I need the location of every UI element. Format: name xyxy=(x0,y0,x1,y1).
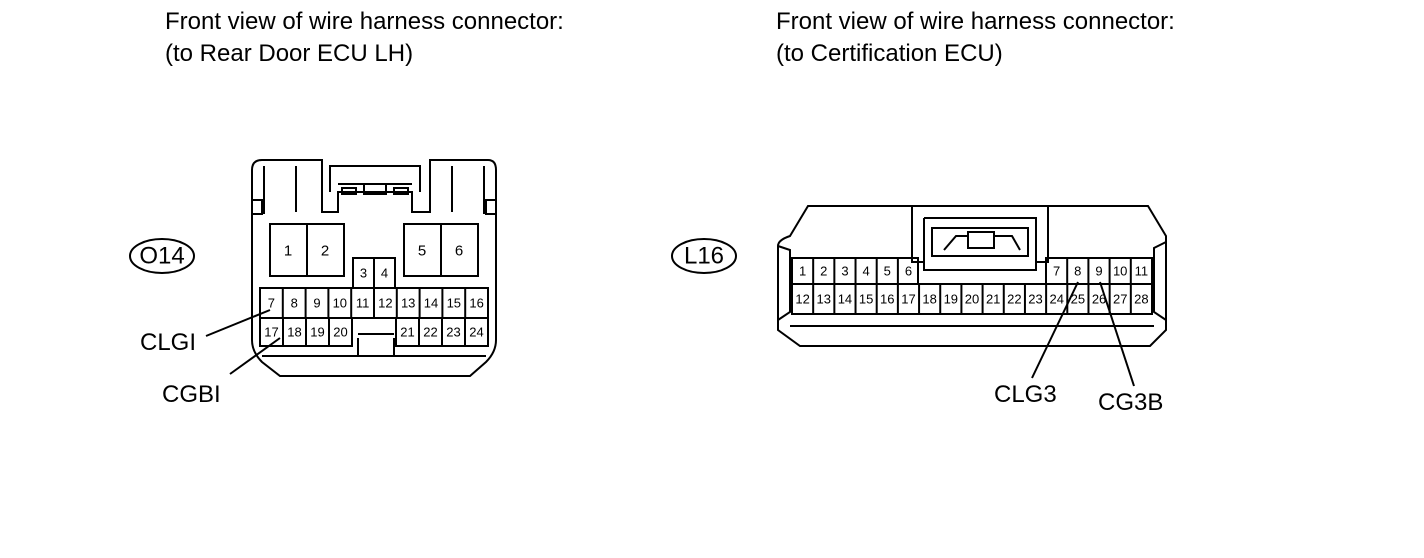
pin-12: 12 xyxy=(378,296,392,311)
pin-15: 15 xyxy=(859,292,873,307)
pin-17: 17 xyxy=(901,292,915,307)
right-connector-body xyxy=(777,205,1167,347)
right-title-line1: Front view of wire harness connector: xyxy=(776,8,1175,35)
pin-22: 22 xyxy=(1007,292,1021,307)
clgi-leader-line xyxy=(205,309,271,337)
pin-16: 16 xyxy=(469,296,483,311)
pin-18: 18 xyxy=(922,292,936,307)
right-connector-id: L16 xyxy=(684,243,724,270)
pin-21: 21 xyxy=(400,325,414,340)
pin-2: 2 xyxy=(321,243,329,260)
pin-14: 14 xyxy=(838,292,852,307)
pin-16: 16 xyxy=(880,292,894,307)
left-connector-body xyxy=(251,159,497,377)
right-pin-dividers xyxy=(812,258,1132,314)
cgbi-label: CGBI xyxy=(162,381,221,408)
right-connector-id-ellipse xyxy=(671,238,737,274)
pin-6: 6 xyxy=(455,243,463,260)
pin-13: 13 xyxy=(401,296,415,311)
cgbi-leader-line xyxy=(229,337,281,375)
cg3b-leader-line xyxy=(1099,281,1135,387)
pin-1: 1 xyxy=(799,264,806,279)
pin-19: 19 xyxy=(944,292,958,307)
pin-8: 8 xyxy=(291,296,298,311)
pin-18: 18 xyxy=(287,325,301,340)
pin-7: 7 xyxy=(268,296,275,311)
pin-25: 25 xyxy=(1071,292,1085,307)
left-connector-title: Front view of wire harness connector: (t… xyxy=(165,6,564,70)
pin-28: 28 xyxy=(1134,292,1148,307)
left-pin-dividers xyxy=(281,288,467,346)
pin-23: 23 xyxy=(446,325,460,340)
left-title-line2: (to Rear Door ECU LH) xyxy=(165,40,414,67)
pin-13: 13 xyxy=(817,292,831,307)
clg3-label: CLG3 xyxy=(994,381,1057,408)
pin-20: 20 xyxy=(333,325,347,340)
pin-26: 26 xyxy=(1092,292,1106,307)
pin-3: 3 xyxy=(841,264,848,279)
pin-27: 27 xyxy=(1113,292,1127,307)
pin-11: 11 xyxy=(356,296,370,311)
pin-24: 24 xyxy=(469,325,483,340)
pin-14: 14 xyxy=(424,296,438,311)
left-connector-id: O14 xyxy=(139,243,184,270)
clg3-leader-line xyxy=(1031,281,1079,379)
pin-24: 24 xyxy=(1049,292,1063,307)
pin-12: 12 xyxy=(795,292,809,307)
pin-2: 2 xyxy=(820,264,827,279)
pin-3: 3 xyxy=(360,266,367,281)
cg3b-label: CG3B xyxy=(1098,389,1163,416)
pin-22: 22 xyxy=(423,325,437,340)
pin-21: 21 xyxy=(986,292,1000,307)
pin-8: 8 xyxy=(1074,264,1081,279)
right-title-line2: (to Certification ECU) xyxy=(776,40,1003,67)
pin-20: 20 xyxy=(965,292,979,307)
pin-19: 19 xyxy=(310,325,324,340)
pin-5: 5 xyxy=(884,264,891,279)
pin-1: 1 xyxy=(284,243,292,260)
pin-11: 11 xyxy=(1135,264,1149,279)
pin-15: 15 xyxy=(447,296,461,311)
pin-10: 10 xyxy=(333,296,347,311)
pin-9: 9 xyxy=(1095,264,1102,279)
pin-9: 9 xyxy=(313,296,320,311)
pin-6: 6 xyxy=(905,264,912,279)
pin-4: 4 xyxy=(381,266,388,281)
pin-7: 7 xyxy=(1053,264,1060,279)
pin-23: 23 xyxy=(1028,292,1042,307)
pin-17: 17 xyxy=(264,325,278,340)
clgi-label: CLGI xyxy=(140,329,196,356)
pin-10: 10 xyxy=(1113,264,1127,279)
pin-4: 4 xyxy=(863,264,870,279)
left-title-line1: Front view of wire harness connector: xyxy=(165,8,564,35)
pin-5: 5 xyxy=(418,243,426,260)
right-connector-title: Front view of wire harness connector: (t… xyxy=(776,6,1175,70)
left-connector-id-ellipse xyxy=(129,238,195,274)
